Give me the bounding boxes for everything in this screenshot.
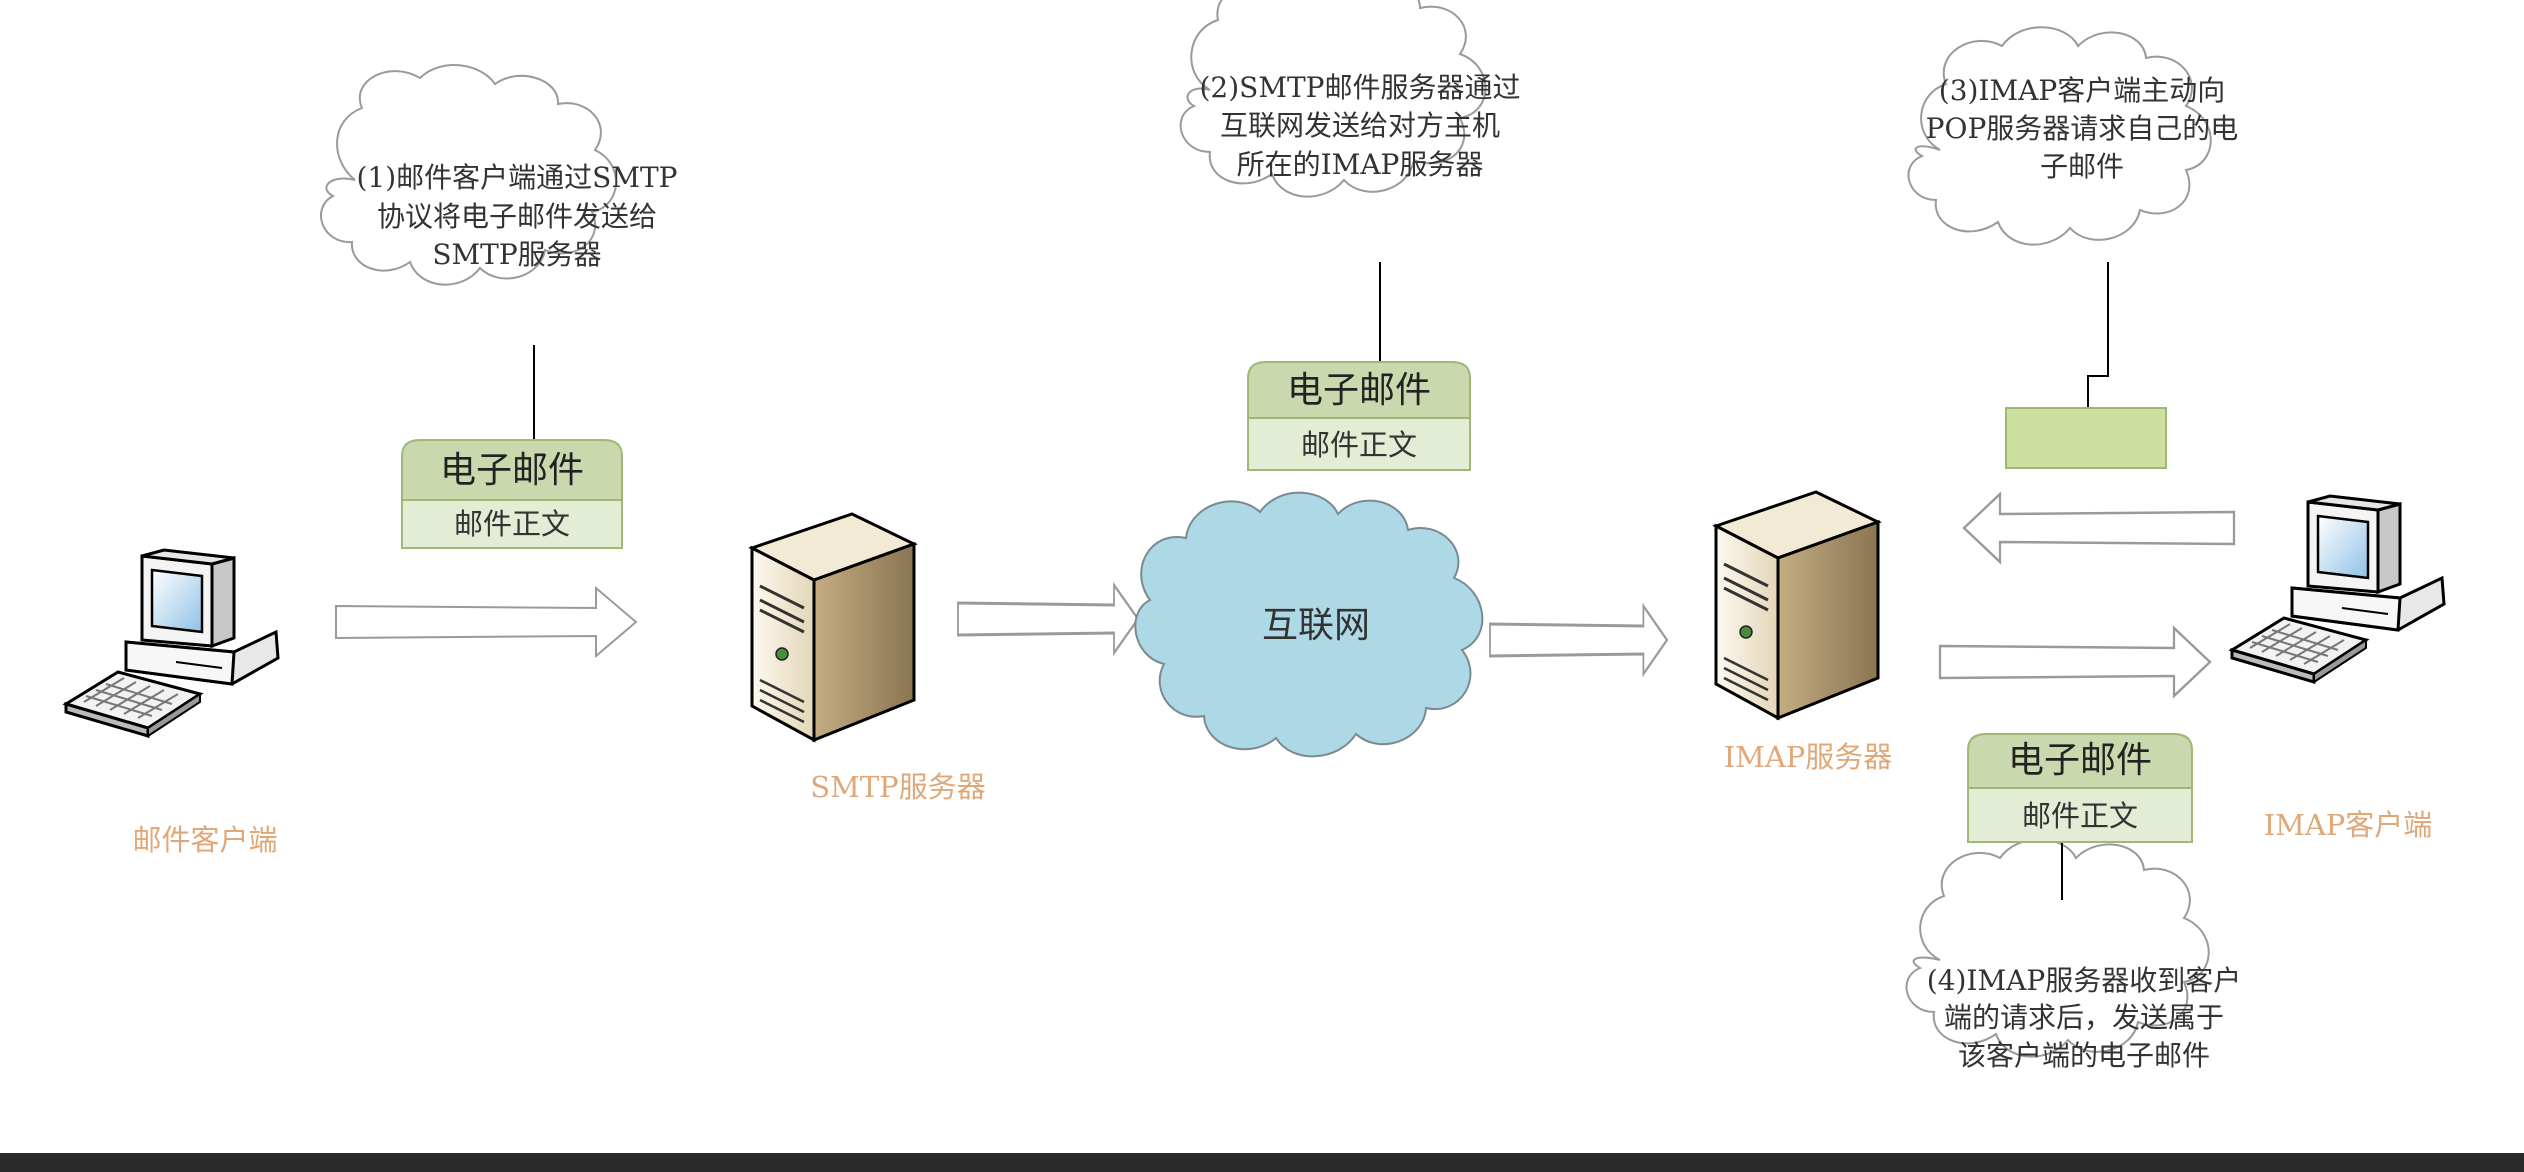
callout-step3-line1: (3)IMAP客户端主动向 — [1939, 74, 2225, 107]
callout-step1-line3: SMTP服务器 — [432, 238, 601, 271]
internet-label: 互联网 — [1262, 605, 1370, 646]
bottom-bar — [0, 1153, 2524, 1172]
callout-step2-line3: 所在的IMAP服务器 — [1237, 148, 1484, 181]
callout-step2: (2)SMTP邮件服务器通过 互联网发送给对方主机 所在的IMAP服务器 — [1179, 0, 1521, 198]
callout-step2-line1: (2)SMTP邮件服务器通过 — [1199, 71, 1520, 104]
server-icon — [1714, 490, 1880, 720]
request-box — [2005, 407, 2167, 469]
callout-step1-line2: 协议将电子邮件发送给 — [377, 200, 657, 233]
email-card-1: 电子邮件 邮件正文 — [401, 439, 623, 549]
callout-step4: (4)IMAP服务器收到客户 端的请求后，发送属于 该客户端的电子邮件 — [1905, 838, 2241, 1072]
callout-step3-line2: POP服务器请求自己的电 — [1926, 112, 2239, 145]
email-title: 电子邮件 — [2008, 740, 2152, 781]
callout-step1: (1)邮件客户端通过SMTP 协议将电子邮件发送给 SMTP服务器 — [320, 64, 678, 286]
callout-step1-line1: (1)邮件客户端通过SMTP — [356, 161, 677, 194]
arrow-right-icon — [335, 587, 637, 657]
computer-icon — [2230, 494, 2446, 684]
server-icon — [750, 512, 916, 742]
callout-step3: (3)IMAP客户端主动向 POP服务器请求自己的电 子邮件 — [1907, 26, 2239, 246]
callout-step4-line2: 端的请求后，发送属于 — [1944, 1001, 2224, 1034]
smtp-server-label: SMTP服务器 — [810, 770, 985, 804]
callout-step4-line3: 该客户端的电子邮件 — [1958, 1039, 2210, 1072]
arrow-right-icon — [957, 581, 1140, 657]
cloud-icon — [1907, 26, 2212, 246]
callout-step2-line2: 互联网发送给对方主机 — [1220, 109, 1500, 142]
email-body: 邮件正文 — [1301, 428, 1417, 462]
computer-icon — [64, 548, 280, 738]
mail-client-label: 邮件客户端 — [132, 823, 277, 857]
email-title: 电子邮件 — [1287, 370, 1431, 411]
email-card-2: 电子邮件 邮件正文 — [1247, 361, 1471, 471]
email-card-3: 电子邮件 邮件正文 — [1967, 733, 2193, 843]
arrow-right-icon — [1489, 602, 1669, 678]
internet-cloud: 互联网 — [1134, 491, 1484, 758]
callout-step3-line3: 子邮件 — [2040, 150, 2124, 183]
cloud-icon — [1134, 491, 1484, 758]
cloud-icon — [1905, 838, 2210, 1058]
email-body: 邮件正文 — [2022, 799, 2138, 833]
email-body: 邮件正文 — [454, 507, 570, 541]
callout-step3-connector — [2087, 262, 2109, 410]
imap-server-label: IMAP服务器 — [1724, 740, 1893, 774]
cloud-icon — [1179, 0, 1487, 198]
callout-step4-line1: (4)IMAP服务器收到客户 — [1927, 964, 2241, 997]
arrow-right-icon — [1938, 625, 2212, 699]
imap-client-label: IMAP客户端 — [2264, 808, 2433, 842]
email-title: 电子邮件 — [440, 450, 584, 491]
cloud-icon — [320, 64, 618, 286]
arrow-left-icon — [1962, 491, 2236, 565]
